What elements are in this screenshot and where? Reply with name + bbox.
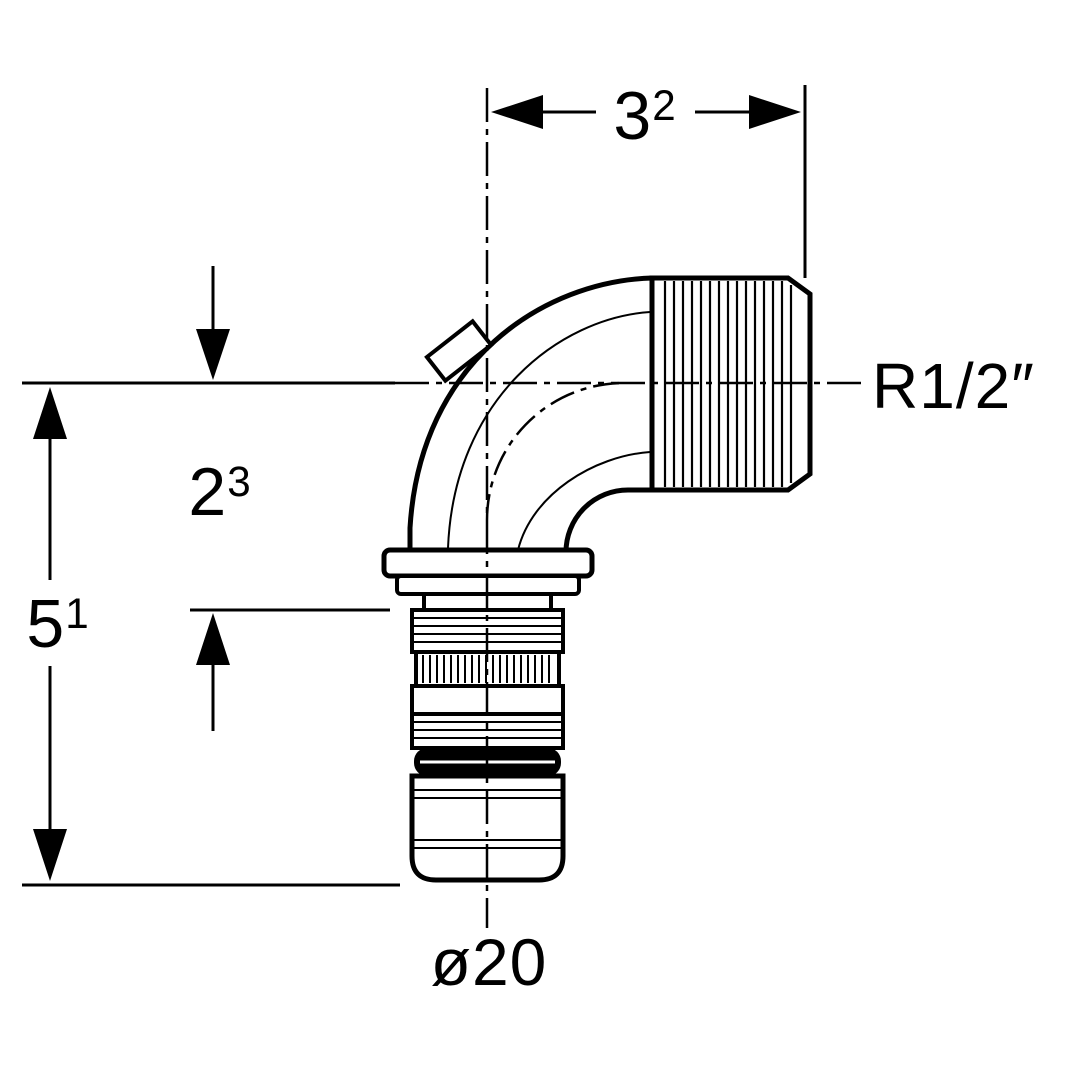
thread-size-label: R1/2″ [872, 350, 1035, 422]
dimension-total-height-label: 51 [24, 586, 92, 662]
elbow-body [407, 275, 654, 553]
elbow-inner-contour [563, 487, 652, 553]
dimension-width-label: 32 [613, 82, 676, 150]
dimension-width-value: 3 [613, 78, 653, 154]
centerlines [395, 88, 862, 928]
arrow-upper-up [196, 613, 230, 665]
elbow-tab [424, 318, 494, 384]
elbow-detail-arc-outer [447, 311, 651, 549]
dimension-lines [22, 85, 807, 887]
arrow-upper-down [196, 329, 230, 380]
diameter-label: ø20 [430, 925, 548, 999]
elbow-fitting [381, 275, 813, 883]
dimension-total-value: 5 [26, 586, 66, 662]
dimension-total-sup: 1 [65, 590, 90, 638]
dimension-upper-value: 2 [188, 454, 228, 530]
centerline-bend [485, 381, 625, 521]
barb-end [409, 773, 566, 883]
arrow-total-down [33, 829, 67, 881]
dimension-upper-height-label: 23 [188, 458, 251, 526]
dimension-width-sup: 2 [652, 82, 677, 130]
elbow-detail-arc-inner [517, 451, 651, 551]
elbow-outer-contour [407, 275, 653, 550]
arrow-width-left [491, 95, 543, 129]
dimension-arrows [33, 95, 801, 881]
arrow-width-right [749, 95, 801, 129]
arrow-total-up [33, 387, 67, 439]
dimension-upper-sup: 3 [227, 458, 252, 506]
